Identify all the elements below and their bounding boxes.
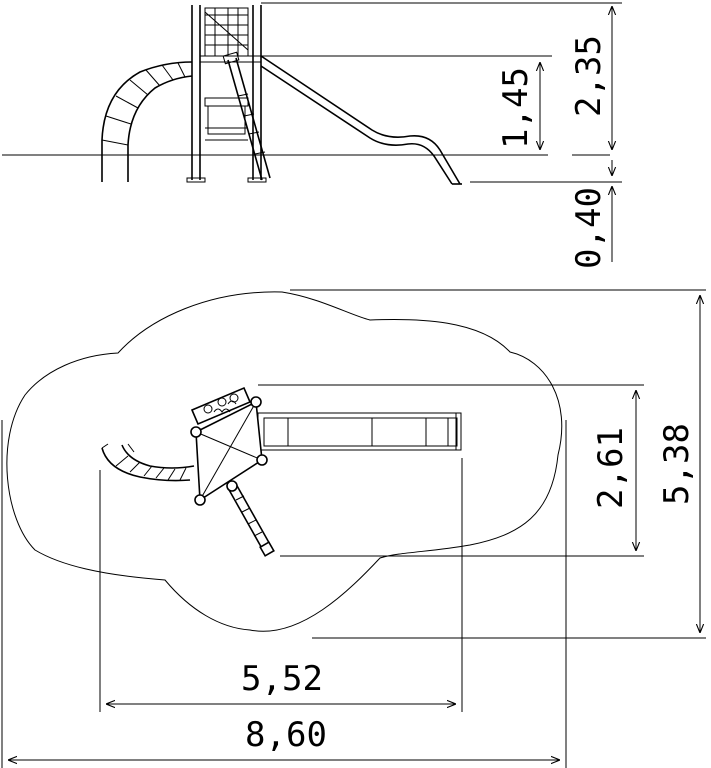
slide-top [257,412,462,451]
dim-width-total: 8,60 [245,715,327,755]
tower [186,5,267,183]
side-dimensions [261,2,622,262]
curved-ladder-top [101,443,195,482]
plan-dimensions [1,289,706,768]
plan-view: 2,61 5,38 5,52 8,60 [1,289,706,768]
dim-width-inner: 5,52 [241,659,323,699]
climbing-pole [222,51,271,181]
slide [260,55,462,185]
dim-depth-inner: 2,61 [591,427,631,509]
safety-area-outline [6,291,563,632]
dim-height-total: 2,35 [569,35,609,117]
platform-top [190,396,268,506]
panel-top [190,386,252,426]
climbing-pole-top [226,480,275,557]
dim-foundation-depth: 0,40 [569,187,609,269]
curved-ladder [101,61,193,182]
dim-depth-total: 5,38 [657,423,697,505]
side-view: 1,45 2,35 0,40 [2,2,622,269]
dim-platform-height: 1,45 [496,67,536,149]
